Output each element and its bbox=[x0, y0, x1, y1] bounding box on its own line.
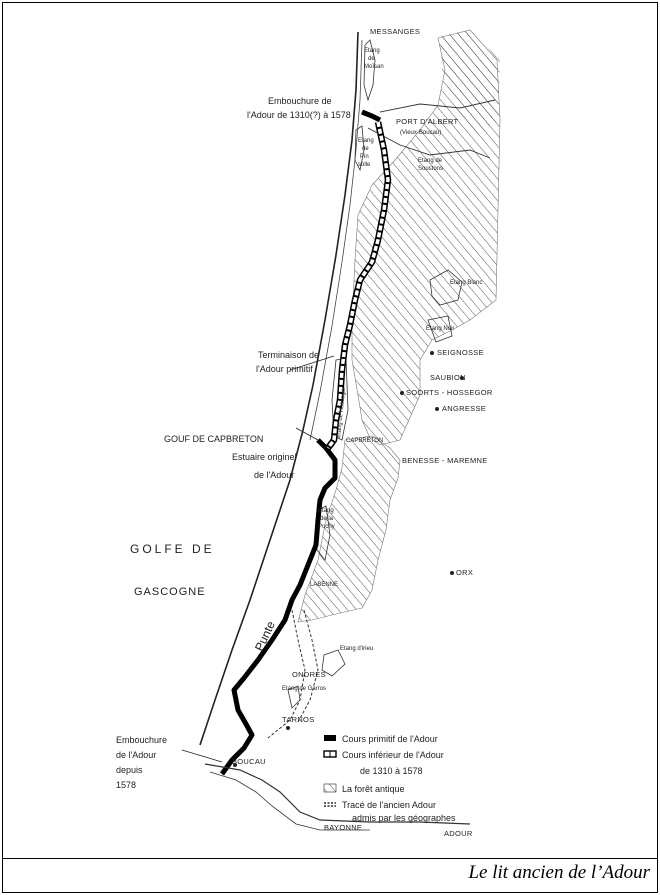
label-soustons-2: Soustons bbox=[418, 166, 443, 172]
primitive-course-north bbox=[361, 109, 382, 123]
town-dot-orx bbox=[450, 571, 454, 575]
legend-label-lower: Cours inférieur de l'Adour bbox=[342, 750, 444, 760]
label-golfe-de: GOLFE DE bbox=[130, 542, 215, 556]
label-pinsolle-4: solle bbox=[358, 162, 371, 168]
town-dot-tarnos bbox=[286, 726, 290, 730]
lake-blanc bbox=[429, 269, 463, 306]
label-pochy-3: Pochy bbox=[318, 524, 335, 530]
lake-noir bbox=[427, 315, 453, 343]
forest-area-south bbox=[297, 435, 401, 623]
old-adour-trace bbox=[267, 609, 306, 739]
label-pinsolle-2: de bbox=[362, 146, 369, 152]
legend-label-trace: Tracé de l'ancien Adour bbox=[342, 800, 436, 810]
legend-label-trace-2: admis par les géographes bbox=[352, 813, 456, 823]
label-gascogne: GASCOGNE bbox=[134, 586, 206, 598]
label-etang-irieu: Etang d'irieu bbox=[340, 646, 373, 652]
legend-label-forest: La forêt antique bbox=[342, 784, 405, 794]
label-port-albret: PORT D'ALBERT bbox=[396, 117, 459, 126]
legend-label-primitive: Cours primitif de l'Adour bbox=[342, 734, 438, 744]
label-labenne: LABENNE bbox=[310, 582, 338, 588]
label-soustons-1: Etang de bbox=[418, 158, 443, 164]
map-canvas: MESSANGES Etang de Moïsan PORT D'ALBERT … bbox=[116, 27, 501, 838]
note-gouf-capbreton: GOUF DE CAPBRETON bbox=[164, 434, 263, 444]
primitive-course bbox=[219, 438, 338, 776]
lake-moisan bbox=[363, 39, 376, 102]
legend: Cours primitif de l'Adour Cours inférieu… bbox=[323, 734, 456, 823]
label-etang-moisan-3: Moïsan bbox=[364, 64, 384, 70]
label-port-albret-2: (Vieux-Boucau) bbox=[400, 130, 441, 136]
current-adour-bank bbox=[209, 771, 370, 831]
river-soustons bbox=[367, 127, 491, 159]
note-embouchure-1578-line1: Embouchure bbox=[116, 735, 167, 745]
dune-line bbox=[309, 39, 363, 441]
lower-course-fill bbox=[326, 121, 390, 450]
label-capbreton: CAPBRETON bbox=[346, 438, 383, 444]
label-bayonne: BAYONNE bbox=[324, 823, 362, 832]
label-etang-moisan-1: Etang bbox=[364, 48, 380, 54]
note-terminaison-line1: Terminaison de bbox=[258, 350, 319, 360]
label-benesse: BENESSE - MAREMNE bbox=[402, 456, 488, 465]
coastline bbox=[199, 31, 359, 746]
label-ondres: ONDRES bbox=[292, 670, 326, 679]
label-seignosse: SEIGNOSSE bbox=[437, 348, 484, 357]
lake-irieu bbox=[321, 649, 346, 677]
town-dot-soorts bbox=[400, 391, 404, 395]
current-adour bbox=[204, 763, 471, 825]
town-dot-angresse bbox=[435, 407, 439, 411]
legend-swatch-primitive bbox=[324, 735, 336, 741]
note-estuaire-line2: de l'Adour bbox=[254, 470, 294, 480]
label-etang-hossegor: Etang de Hossegor bbox=[336, 386, 347, 438]
label-tarnos: TARNOS bbox=[282, 715, 315, 724]
arrow-1578 bbox=[181, 749, 223, 763]
note-embouchure-1310-line2: l'Adour de 1310(?) à 1578 bbox=[247, 110, 351, 120]
figure-caption: Le lit ancien de l’Adour bbox=[468, 862, 650, 883]
river-east-branch bbox=[379, 99, 496, 113]
label-etang-blanc: Etang Blanc bbox=[450, 280, 482, 286]
label-etang-garros: Etang de Garros bbox=[282, 686, 326, 692]
label-orx: ORX bbox=[456, 568, 473, 577]
label-etang-moisan-2: de bbox=[368, 56, 375, 62]
town-dot-boucau bbox=[233, 763, 237, 767]
lake-pinsolle bbox=[354, 125, 365, 172]
arrow-terminaison bbox=[289, 355, 335, 371]
legend-label-lower-dates: de 1310 à 1578 bbox=[360, 766, 423, 776]
caption-divider bbox=[2, 858, 658, 859]
forest-area-north-top bbox=[440, 30, 500, 135]
label-saubion: SAUBION bbox=[430, 373, 466, 382]
note-embouchure-1578-line3: depuis bbox=[116, 765, 143, 775]
old-adour-trace-2 bbox=[297, 609, 319, 723]
label-boucau: BOUCAU bbox=[232, 757, 266, 766]
town-dot-seignosse bbox=[430, 351, 434, 355]
note-terminaison-line2: l'Adour primitif bbox=[256, 364, 313, 374]
arrow-estuaire bbox=[295, 427, 319, 441]
label-pochy-2: de la bbox=[320, 516, 334, 522]
label-angresse: ANGRESSE bbox=[442, 404, 486, 413]
note-estuaire-line1: Estuaire originel bbox=[232, 452, 297, 462]
note-embouchure-1578-line4: 1578 bbox=[116, 780, 136, 790]
label-adour: ADOUR bbox=[444, 829, 473, 838]
label-pinsolle-3: Pin bbox=[360, 154, 369, 160]
label-soorts: SOORTS - HOSSEGOR bbox=[406, 388, 493, 397]
legend-swatch-forest bbox=[323, 783, 337, 793]
label-messanges: MESSANGES bbox=[370, 27, 420, 36]
note-embouchure-1578-line2: de l'Adour bbox=[116, 750, 156, 760]
label-pinsolle-1: Etang bbox=[358, 138, 374, 144]
note-embouchure-1310-line1: Embouchure de bbox=[268, 96, 332, 106]
label-pochy-1: Etang bbox=[318, 508, 334, 514]
label-etang-noir: Etang Noir bbox=[426, 326, 454, 332]
town-dot-saubion bbox=[460, 376, 464, 380]
